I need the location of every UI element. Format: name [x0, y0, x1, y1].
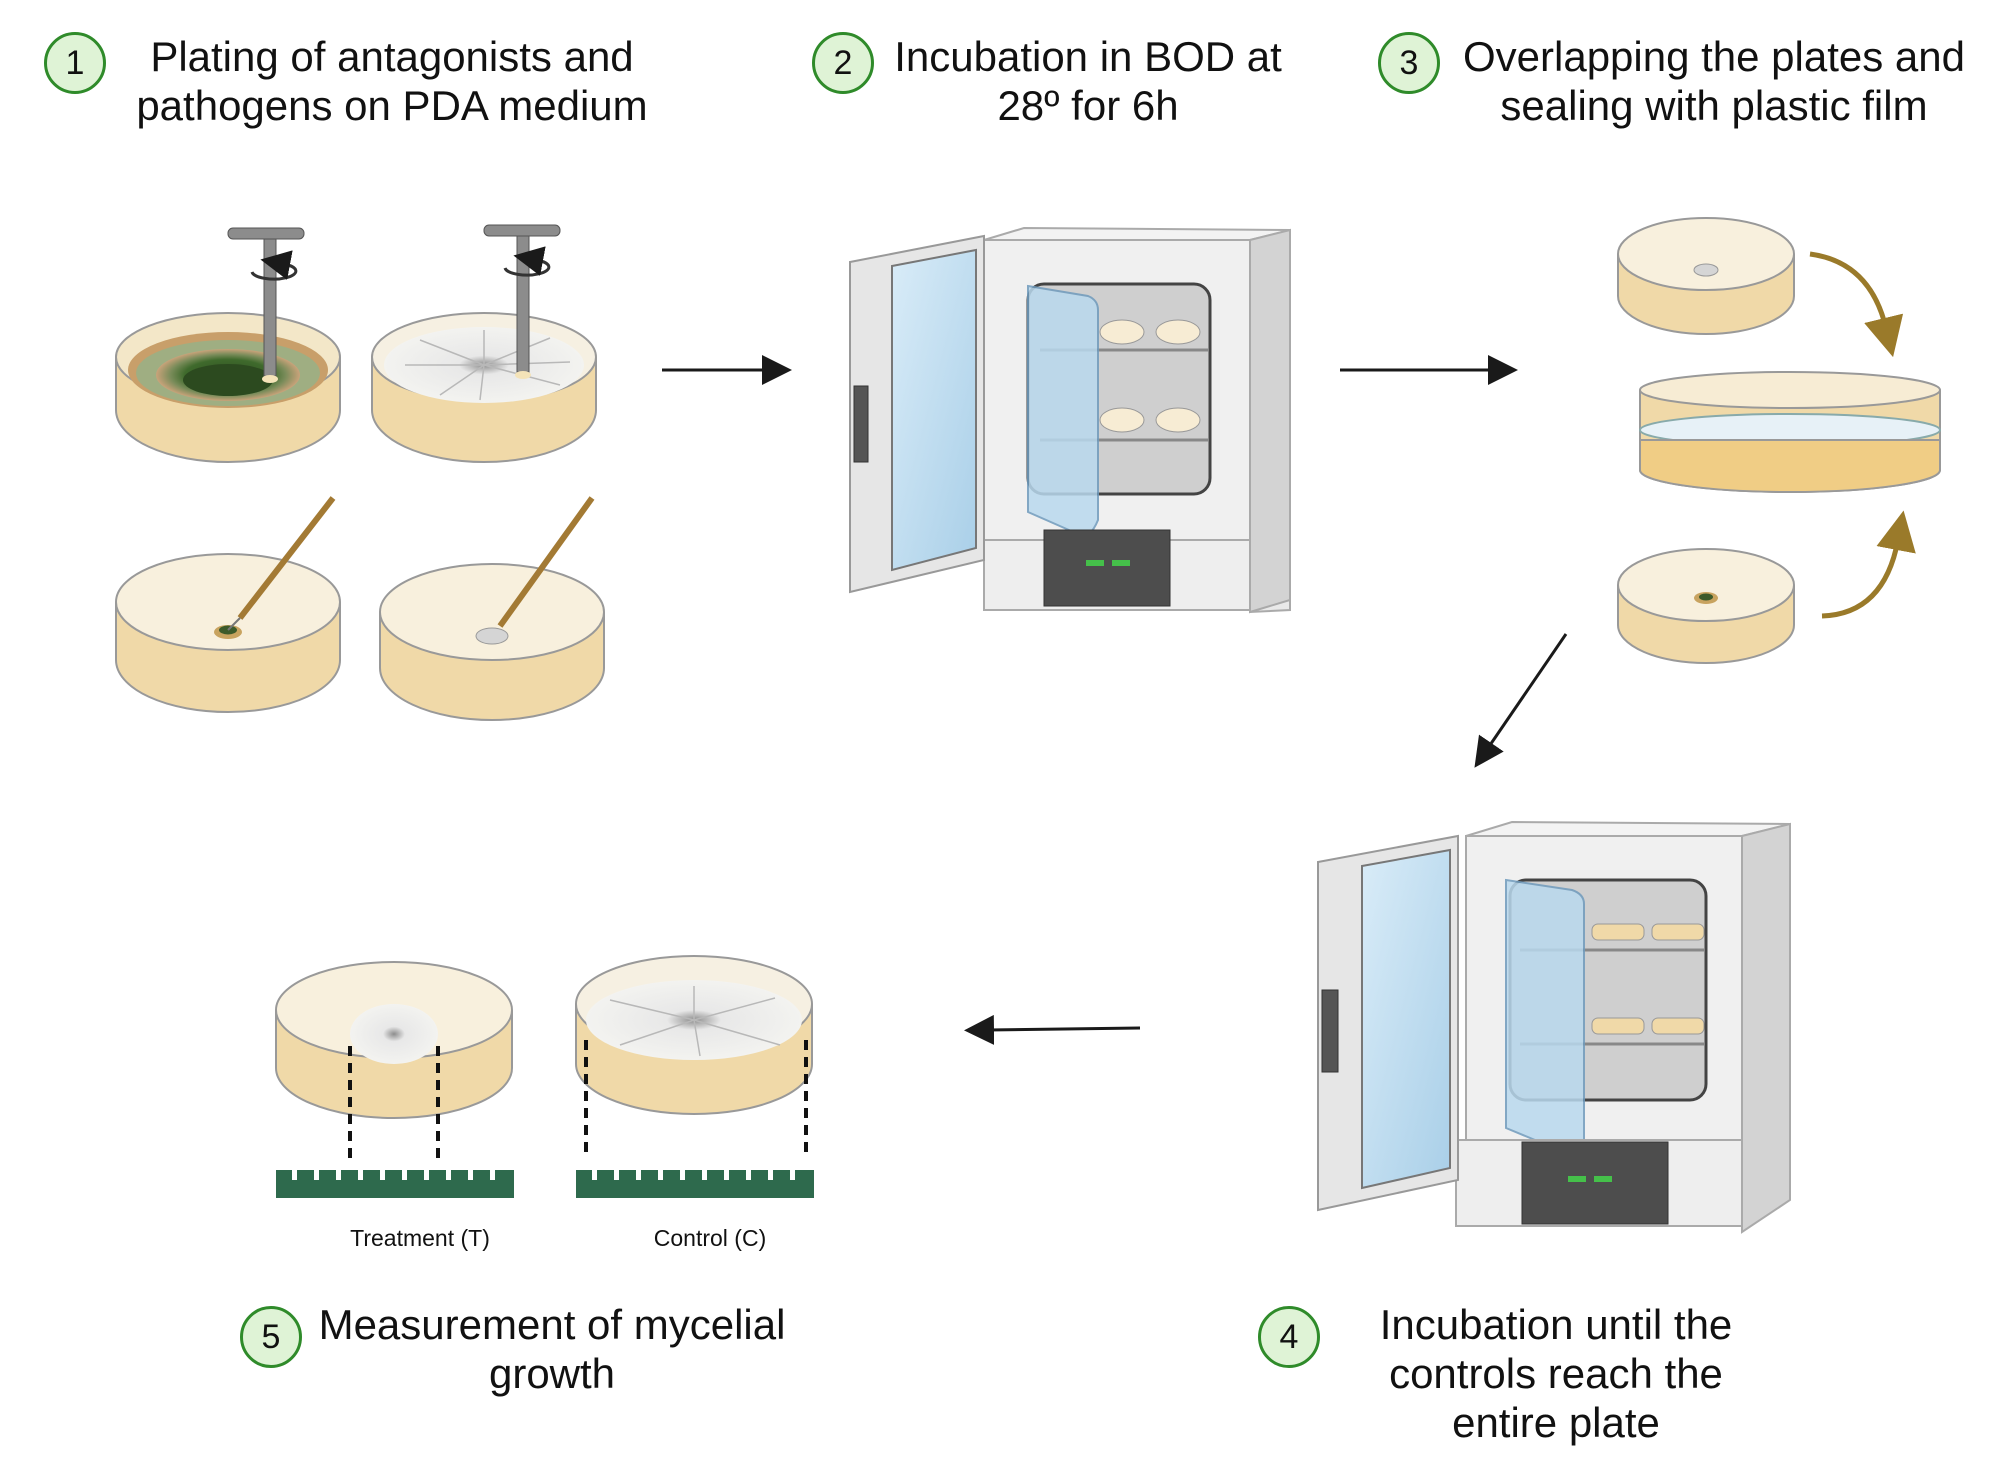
- step-5-title: Measurement of mycelial growth: [318, 1301, 786, 1397]
- petri-dish-antagonist-green: [115, 312, 341, 463]
- step-5-badge: 5: [240, 1306, 302, 1368]
- step-3-title: Overlapping the plates and sealing with …: [1462, 33, 1965, 129]
- inoculation-loop-icon: [227, 496, 336, 631]
- treatment-label: Treatment (T): [350, 1225, 490, 1251]
- step-4-title: Incubation until the controls reach the …: [1379, 1301, 1733, 1446]
- sealed-plates: [1639, 371, 1941, 493]
- petri-dish-pathogen-white: [371, 312, 597, 463]
- curved-arrow-icon: [1821, 510, 1916, 619]
- petri-dish-control: [575, 955, 813, 1158]
- petri-dish-plug-green: [115, 553, 341, 713]
- ruler-icon: [576, 1170, 814, 1198]
- incubator-icon: [1317, 820, 1791, 1234]
- step-1-badge: 1: [44, 32, 106, 94]
- petri-dish-bottom: [1617, 548, 1795, 664]
- step-2-badge: 2: [812, 32, 874, 94]
- petri-dish-plug-white: [379, 563, 605, 721]
- cork-borer-icon: [483, 224, 561, 379]
- ruler-icon: [276, 1170, 514, 1198]
- step-4-header: 4 Incubation until the controls reach th…: [1258, 1300, 1818, 1447]
- arrow-step4-to-step5: [964, 1014, 1141, 1045]
- cork-borer-icon: [227, 227, 305, 383]
- step-4-badge: 4: [1258, 1306, 1320, 1368]
- step-2-header: 2 Incubation in BOD at 28º for 6h: [812, 32, 1312, 130]
- step-5-header: 5 Measurement of mycelial growth: [240, 1300, 840, 1398]
- step-3-badge: 3: [1378, 32, 1440, 94]
- arrow-step3-to-step4: [1474, 633, 1568, 768]
- step-1-title: Plating of antagonists and pathogens on …: [136, 33, 648, 129]
- step-2-title: Incubation in BOD at 28º for 6h: [894, 33, 1282, 129]
- petri-dish-treatment: [275, 961, 513, 1158]
- curved-arrow-icon: [1809, 251, 1904, 358]
- control-label: Control (C): [653, 1225, 767, 1251]
- inoculation-loop-icon: [497, 496, 595, 628]
- petri-dish-top: [1617, 217, 1795, 335]
- incubator-icon: [849, 226, 1291, 614]
- step-3-header: 3 Overlapping the plates and sealing wit…: [1378, 32, 1998, 130]
- step-1-header: 1 Plating of antagonists and pathogens o…: [44, 32, 684, 130]
